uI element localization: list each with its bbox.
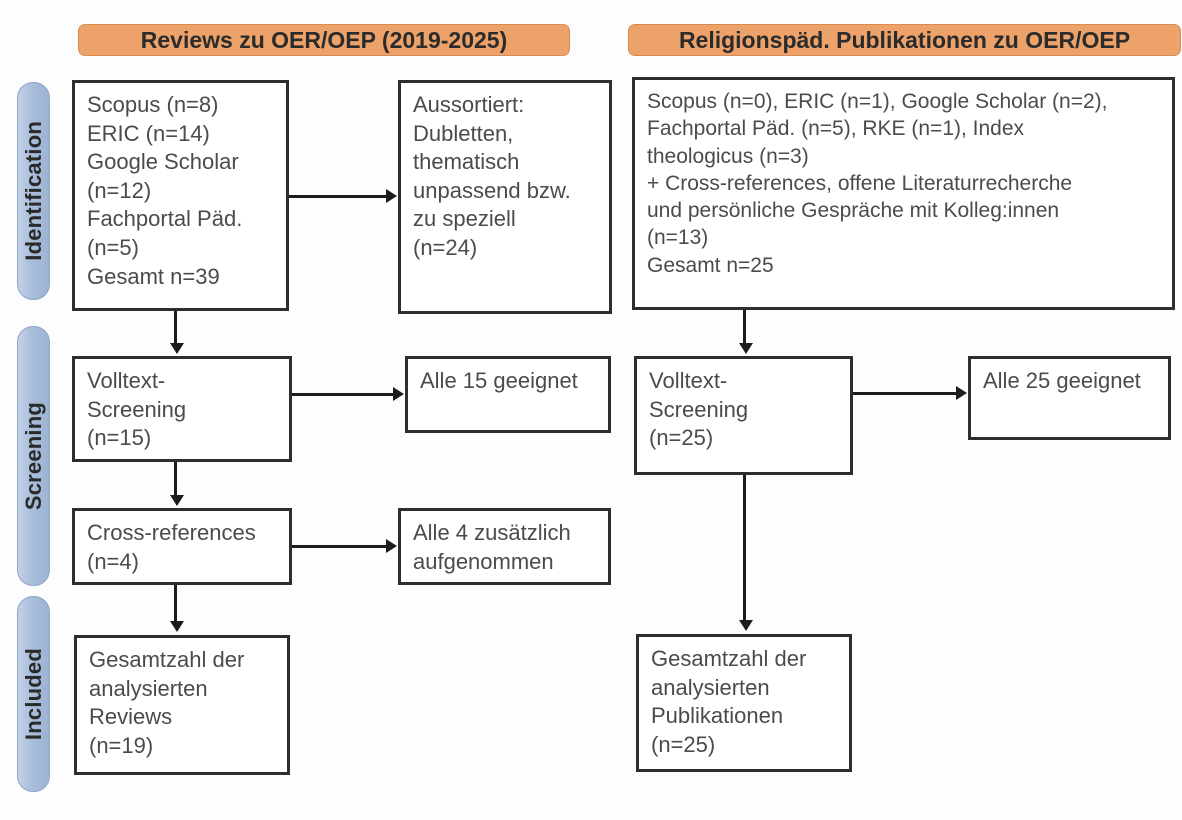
- node-left-included-total: Gesamtzahl der analysierten Reviews (n=1…: [74, 635, 290, 775]
- node-right-screening-result: Alle 25 geeignet: [968, 356, 1171, 440]
- node-left-crossrefs-result: Alle 4 zusätzlich aufgenommen: [398, 508, 611, 585]
- node-left-fulltext-screening: Volltext- Screening (n=15): [72, 356, 292, 462]
- node-left-screening-result: Alle 15 geeignet: [405, 356, 611, 433]
- arrowhead-right-screening-to-result: [956, 386, 967, 400]
- column-banner-reviews: Reviews zu OER/OEP (2019-2025): [78, 24, 570, 56]
- arrowhead-left-screening-to-crossrefs: [170, 495, 184, 506]
- node-right-fulltext-screening: Volltext- Screening (n=25): [634, 356, 853, 475]
- phase-pill-screening: Screening: [17, 326, 50, 586]
- arrowhead-left-identification-to-screening: [170, 343, 184, 354]
- node-right-identification-sources: Scopus (n=0), ERIC (n=1), Google Scholar…: [632, 77, 1175, 310]
- arrowhead-left-crossrefs-to-result: [386, 539, 397, 553]
- column-banner-religionspaed: Religionspäd. Publikationen zu OER/OEP: [628, 24, 1181, 56]
- arrowhead-left-screening-to-result: [393, 387, 404, 401]
- phase-pill-included: Included: [17, 596, 50, 792]
- connector-right-screening-to-result: [853, 392, 956, 395]
- connector-left-crossrefs-to-included: [174, 585, 177, 621]
- arrowhead-right-identification-to-screening: [739, 343, 753, 354]
- connector-left-crossrefs-to-result: [292, 545, 386, 548]
- node-right-included-total: Gesamtzahl der analysierten Publikatione…: [636, 634, 852, 772]
- connector-left-screening-to-crossrefs: [174, 462, 177, 495]
- arrowhead-right-screening-to-included: [739, 620, 753, 631]
- arrowhead-left-crossrefs-to-included: [170, 621, 184, 632]
- phase-label-included: Included: [20, 647, 46, 741]
- node-left-identification-sources: Scopus (n=8) ERIC (n=14) Google Scholar …: [72, 80, 289, 311]
- node-left-excluded: Aussortiert: Dubletten, thematisch unpas…: [398, 80, 612, 314]
- connector-left-identification-to-excluded: [289, 195, 386, 198]
- arrowhead-left-identification-to-excluded: [386, 189, 397, 203]
- connector-left-identification-to-screening: [174, 311, 177, 343]
- connector-right-identification-to-screening: [743, 310, 746, 343]
- connector-right-screening-to-included: [743, 475, 746, 620]
- connector-left-screening-to-result: [292, 393, 393, 396]
- node-left-crossreferences: Cross-references (n=4): [72, 508, 292, 585]
- phase-pill-identification: Identification: [17, 82, 50, 300]
- phase-label-identification: Identification: [20, 121, 46, 261]
- phase-label-screening: Screening: [20, 401, 46, 511]
